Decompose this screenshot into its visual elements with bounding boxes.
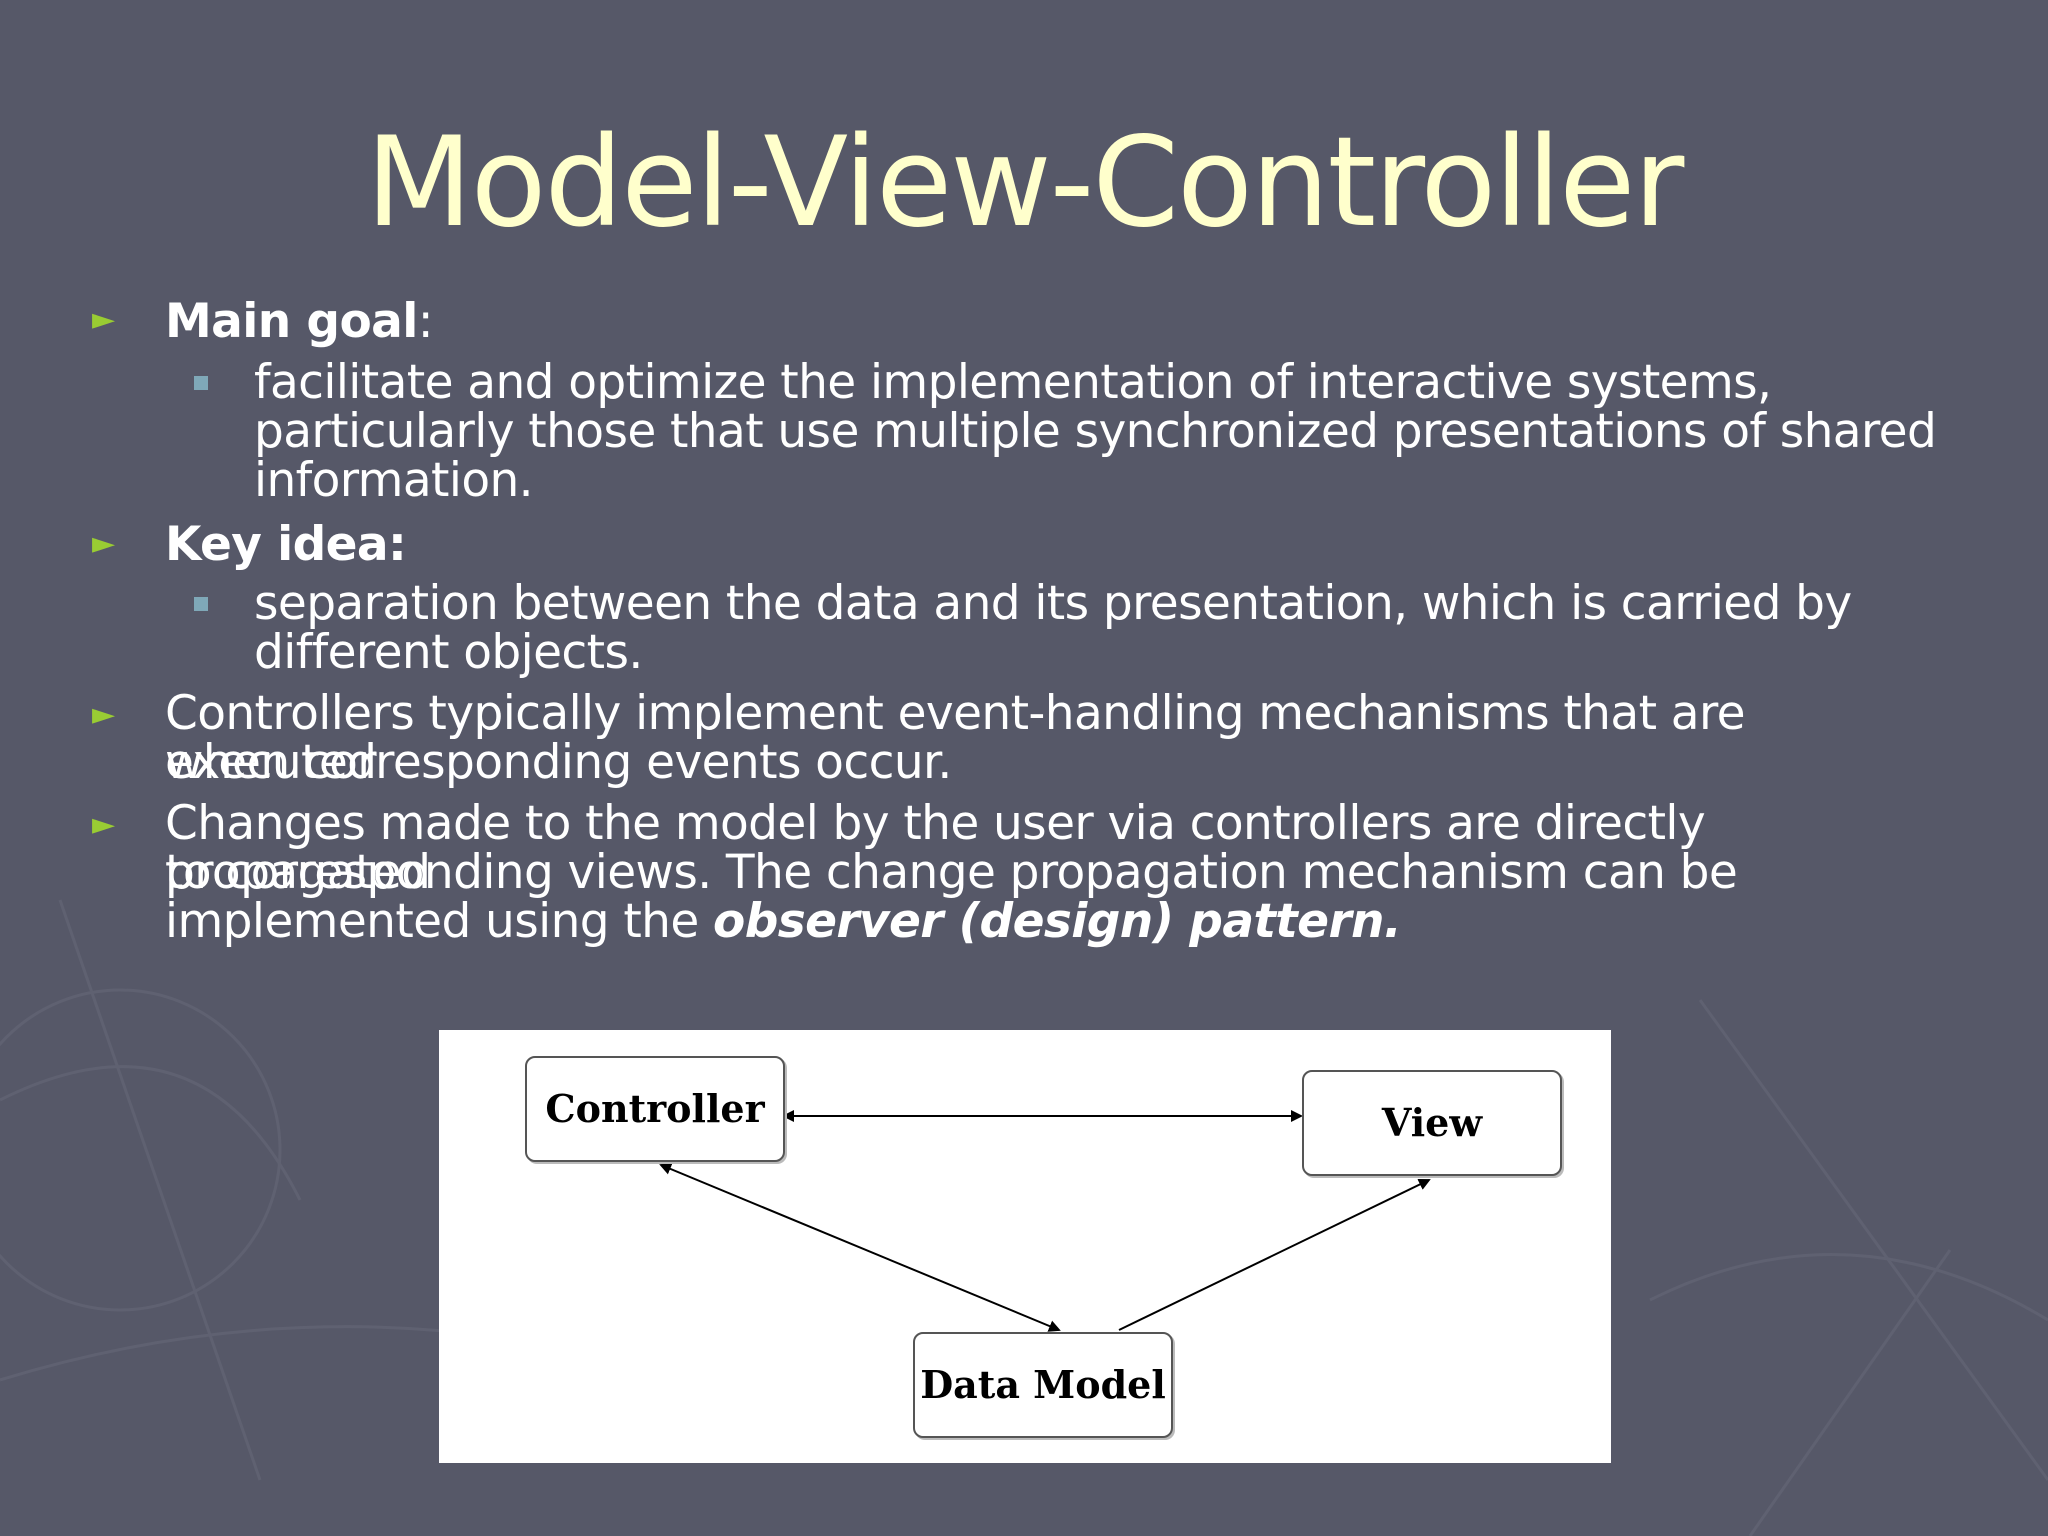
observer-pattern-emphasis: observer (design) pattern. <box>713 894 1402 949</box>
bullet-line: Changes made to the model by the user vi… <box>165 796 1706 900</box>
data-model-node: Data Model <box>913 1332 1173 1438</box>
sub-bullet-square-icon <box>194 597 208 611</box>
bullet-label: Main goal <box>165 294 418 349</box>
bullet-line-last: implemented using the observer (design) … <box>165 897 1965 946</box>
diagram-connectors <box>659 1110 1431 1332</box>
bullet-arrow-icon: ► <box>92 697 116 732</box>
sub-bullet-line: separation between the data and its pres… <box>254 576 1852 631</box>
controller-model-arrow <box>659 1163 1061 1332</box>
sub-bullet-line: particularly those that use multiple syn… <box>254 404 1937 459</box>
bullet-line: Controllers typically implement event-ha… <box>165 686 1746 790</box>
bullet-label: Key idea: <box>165 517 407 572</box>
mvc-diagram: Controller View Data Model <box>439 1030 1611 1463</box>
bullet-arrow-icon: ► <box>92 526 116 561</box>
bullet-line: when corresponding events occur. <box>165 735 952 790</box>
bullet-line: to corresponding views. The change propa… <box>165 845 1738 900</box>
sub-bullet-line: different objects. <box>254 625 643 680</box>
bullet-arrow-icon: ► <box>92 807 116 842</box>
bullet-arrow-icon: ► <box>92 302 116 337</box>
slide-title: Model-View-Controller <box>365 111 1685 255</box>
bullet-label-suffix: : <box>417 294 434 349</box>
bullet-key-idea: Key idea: <box>165 520 1965 569</box>
model-view-arrow <box>1118 1178 1431 1331</box>
bullet-main-goal: Main goal: <box>165 297 1965 346</box>
sub-bullet-square-icon <box>194 376 208 390</box>
sub-bullet-line: facilitate and optimize the implementati… <box>254 355 1772 410</box>
view-node: View <box>1302 1070 1562 1176</box>
controller-node: Controller <box>525 1056 785 1162</box>
bullet-text: implemented using the <box>165 894 714 949</box>
sub-bullet-line: information. <box>254 453 534 508</box>
